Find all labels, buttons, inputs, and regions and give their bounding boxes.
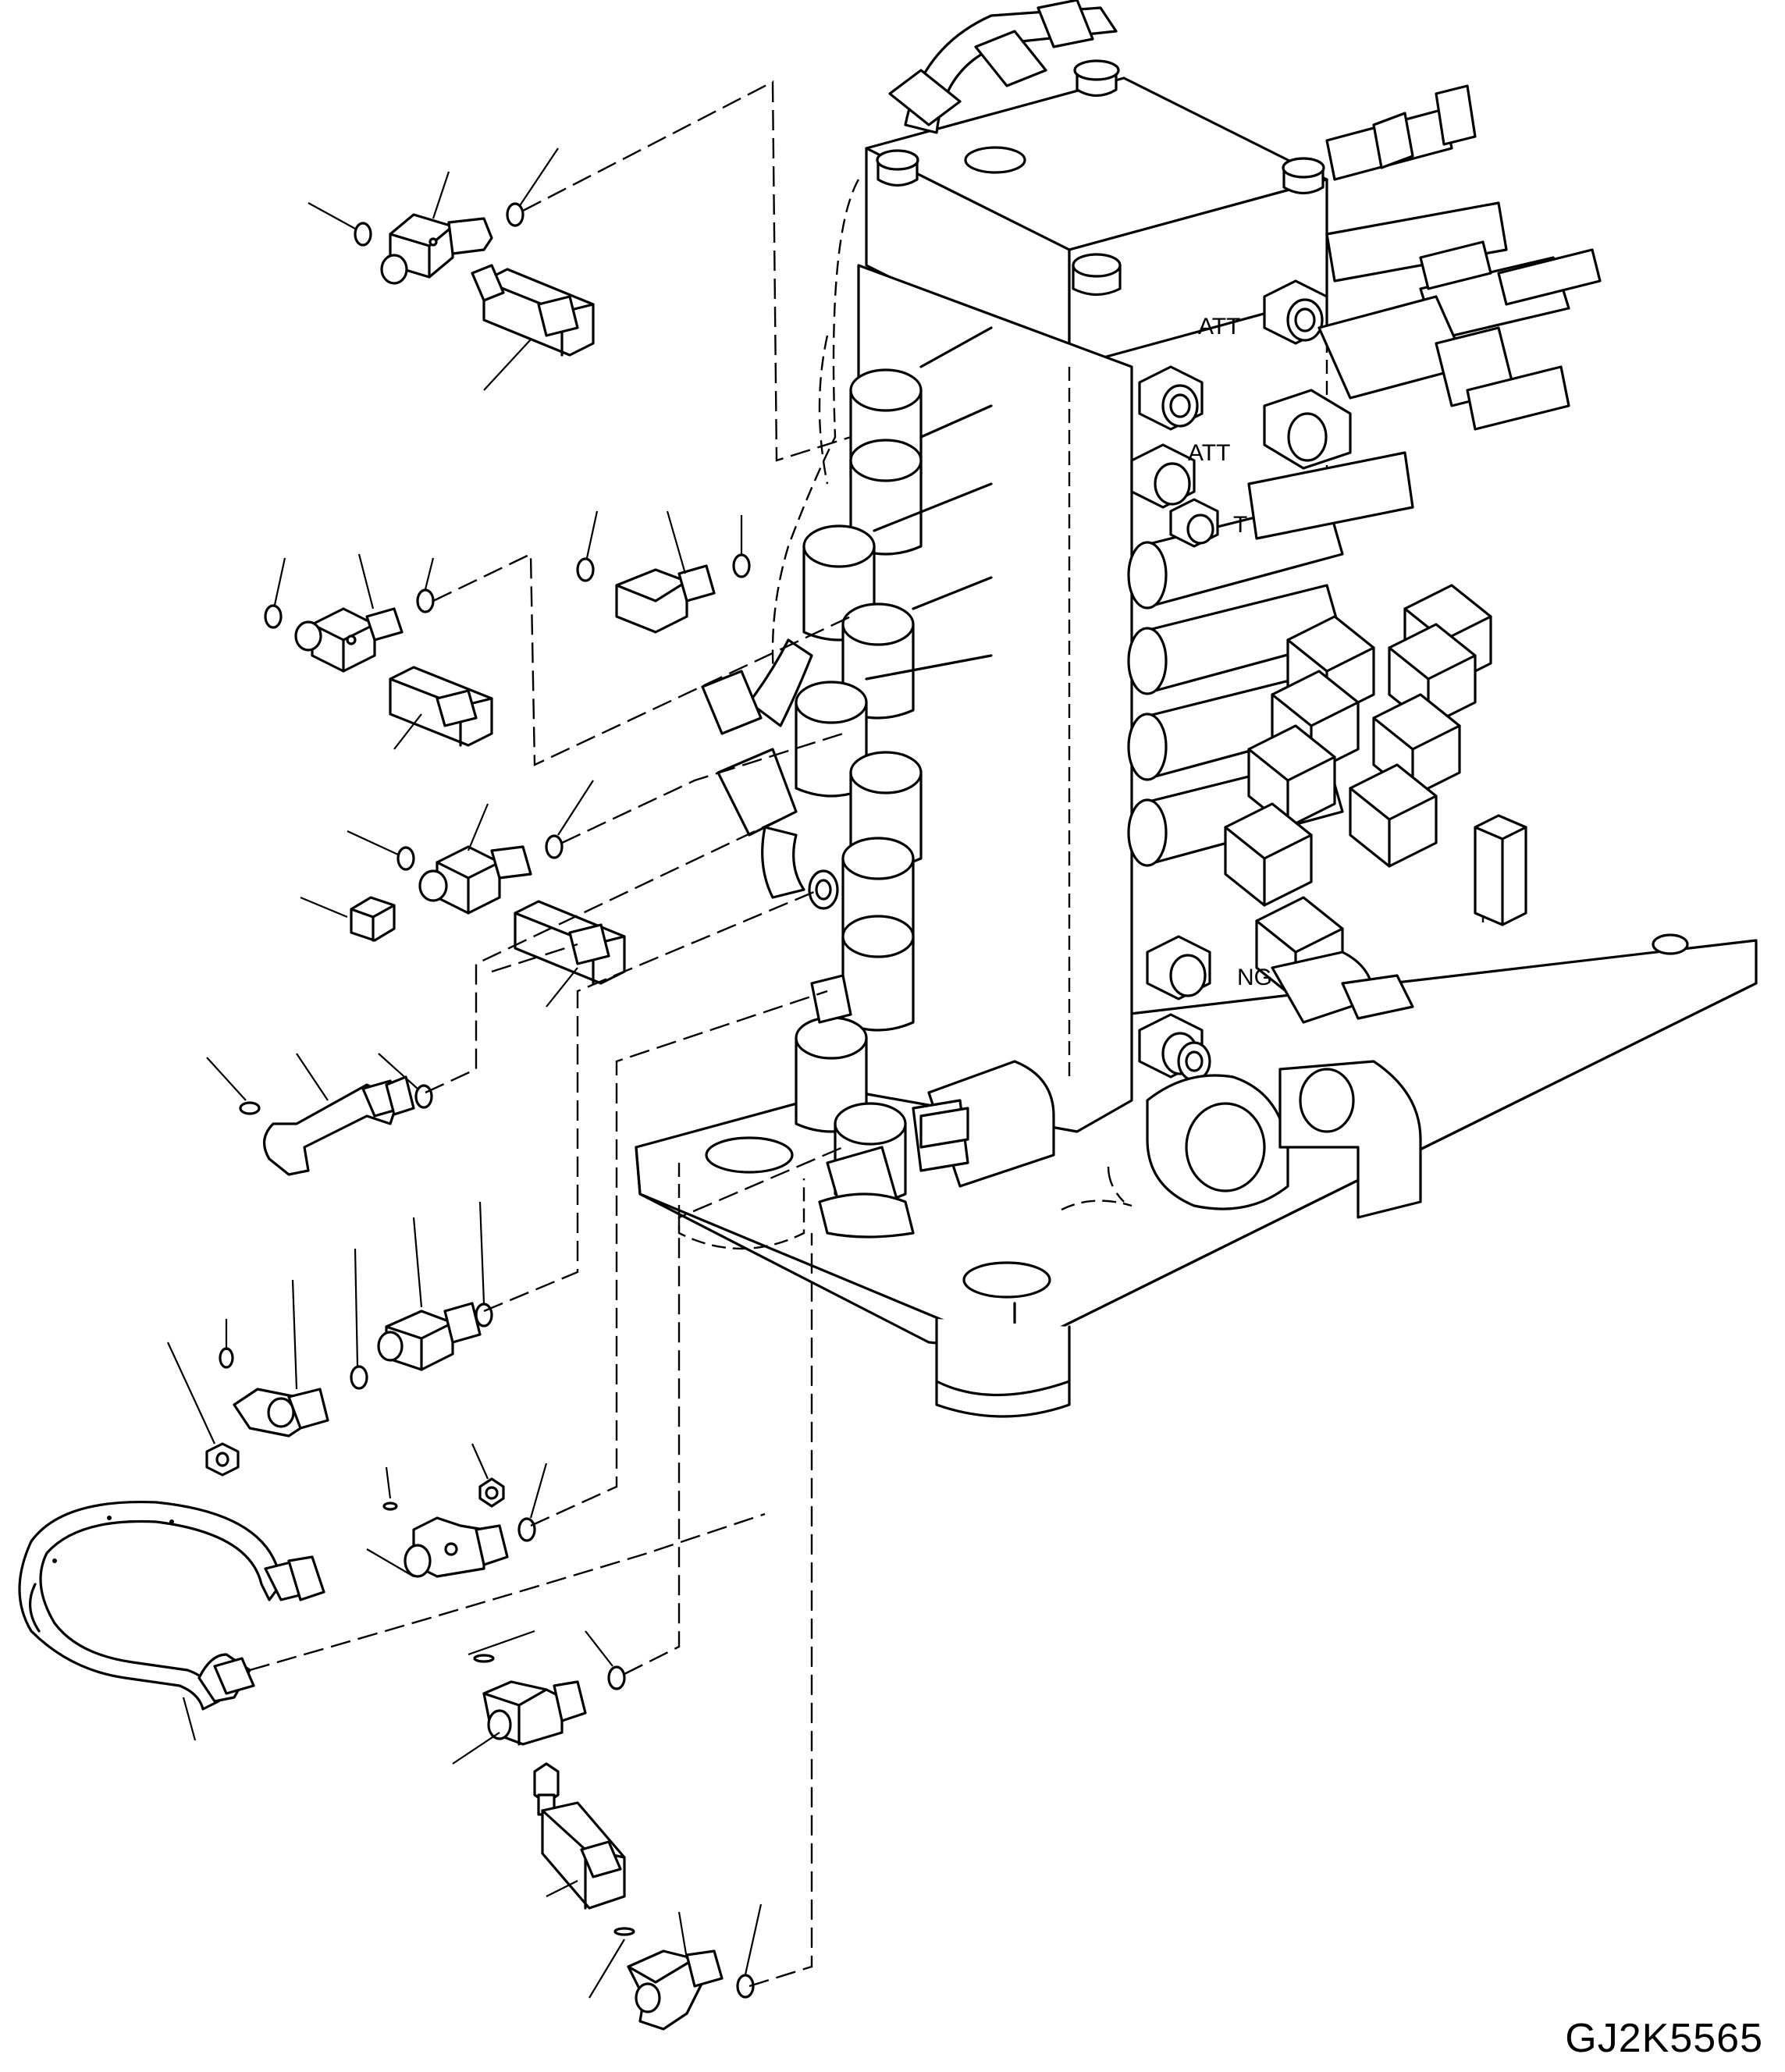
- port-label-t: T: [1233, 512, 1247, 538]
- elbow-tube-fitting: [206, 1053, 433, 1176]
- top-hose-assemblies: [701, 0, 1602, 1024]
- fitting-group-2: [264, 553, 493, 750]
- fitting-group-3: [300, 780, 626, 1008]
- assembly-centerlines: [249, 80, 1125, 1988]
- right-face-elbow-fittings: [1224, 584, 1527, 1000]
- port-label-att-1: ATT: [1198, 314, 1240, 339]
- fitting-group-5: [167, 1201, 493, 1477]
- drawing-code-label: GJ2K5565: [1565, 2016, 1763, 2061]
- cap-bolts: [876, 59, 1325, 297]
- bottom-elbow-fitting: [588, 1903, 763, 2031]
- fitting-group-8: [452, 1630, 626, 1910]
- u-tube-pipe: [18, 1500, 325, 1741]
- bottom-valve-components: [818, 951, 1422, 1239]
- elbow-fitting-2b: [576, 510, 751, 634]
- port-label-ng: NG: [1237, 965, 1272, 990]
- fitting-group-1: [308, 147, 595, 391]
- fitting-group-6: [366, 1443, 548, 1578]
- front-face-port-nuts: [1130, 279, 1352, 1082]
- valve-port-labels: ATT ATT T NG: [1188, 314, 1272, 990]
- port-label-att-2: ATT: [1188, 440, 1230, 466]
- control-valve-body: [771, 59, 1328, 1133]
